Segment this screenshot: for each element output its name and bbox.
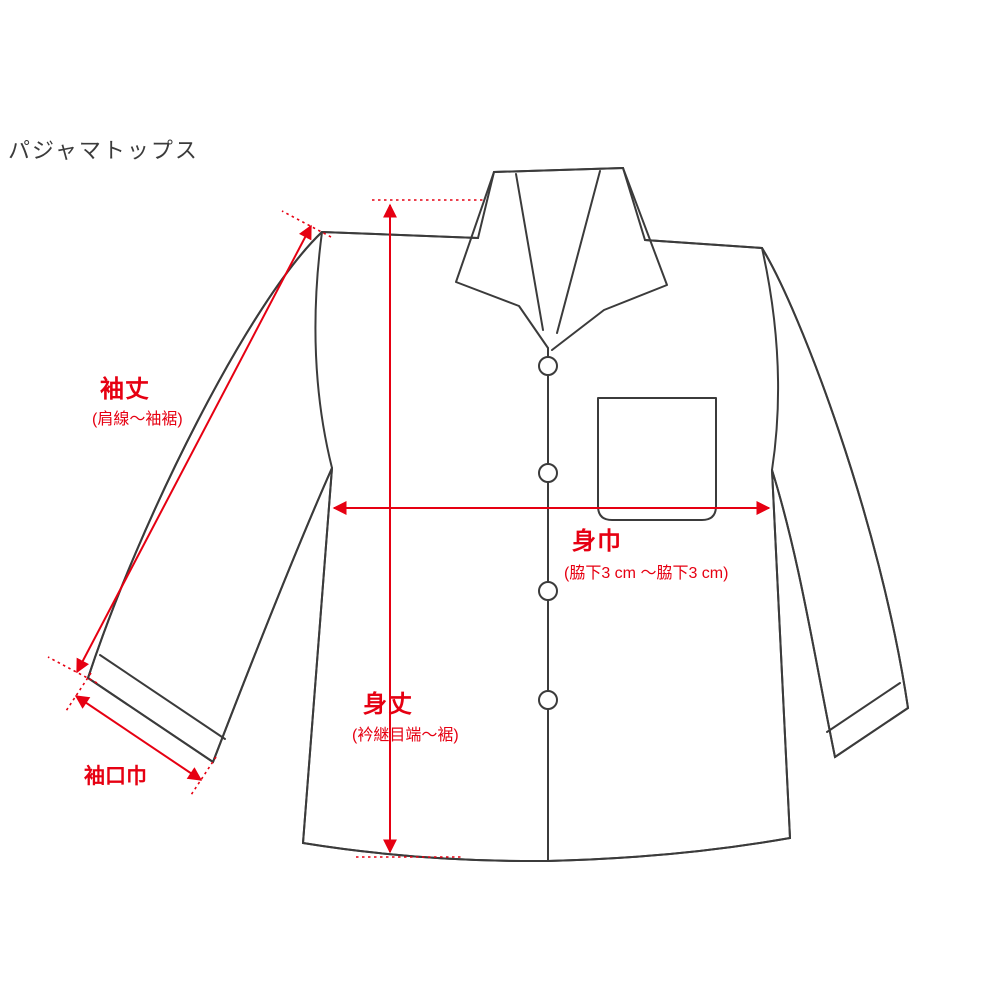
right-collar-lapel xyxy=(551,167,668,351)
button-2 xyxy=(538,463,558,483)
collar-inner-fold-left xyxy=(515,173,544,331)
cuff-width-label: 袖口巾 xyxy=(84,764,147,788)
right-armhole-seam xyxy=(761,247,780,471)
sleeve-length-note: (肩線〜袖裾) xyxy=(92,410,183,428)
left-shoulder-seam xyxy=(321,231,479,239)
button-4 xyxy=(538,690,558,710)
right-side-seam xyxy=(771,469,791,839)
body-length-label: 身丈 xyxy=(363,690,413,718)
right-shoulder-seam xyxy=(644,239,763,249)
page-title: パジャマトップス xyxy=(8,138,199,163)
cuff-width-ref-top-dotted xyxy=(65,672,92,712)
left-collar-lapel xyxy=(455,171,549,349)
right-sleeve-outer-edge xyxy=(761,247,909,709)
sleeve-length-arrow xyxy=(76,224,312,674)
collar-inner-fold-right xyxy=(556,170,601,334)
body-width-label: 身巾 xyxy=(572,527,622,555)
body-width-note: (脇下3 cm 〜脇下3 cm) xyxy=(564,564,728,582)
body-length-note: (衿継目端〜裾) xyxy=(352,726,459,744)
measurement-annotations: 袖丈 (肩線〜袖裾) 袖口巾 身巾 (脇下3 cm 〜脇下3 cm) 身丈 (衿… xyxy=(47,199,771,858)
right-cuff-band-line xyxy=(826,682,901,733)
shirt-drawing xyxy=(86,166,910,863)
button-3 xyxy=(538,581,558,601)
right-cuff-hem xyxy=(834,707,909,758)
left-armhole-seam xyxy=(314,231,333,469)
button-1 xyxy=(538,356,558,376)
cuff-width-ref-bottom-dotted xyxy=(190,756,217,796)
cuff-width-arrow xyxy=(74,695,203,781)
collar-back-edge xyxy=(493,167,624,173)
sleeve-length-label: 袖丈 xyxy=(100,375,150,403)
left-side-seam xyxy=(302,467,333,844)
right-sleeve-inner-edge xyxy=(771,469,836,758)
